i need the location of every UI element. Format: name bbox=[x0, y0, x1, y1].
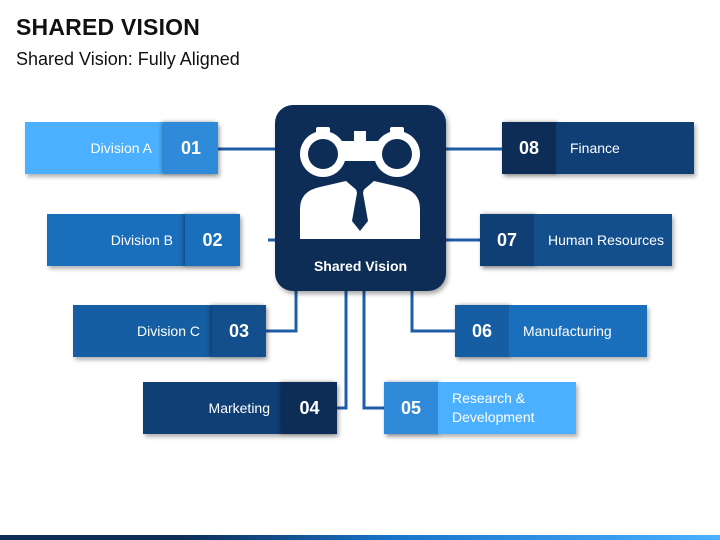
item-finance: 08 Finance bbox=[502, 122, 694, 174]
item-manufacturing: 06 Manufacturing bbox=[455, 305, 647, 357]
item-label: Human Resources bbox=[534, 214, 672, 266]
connector-03 bbox=[266, 290, 298, 333]
item-label: Research & Development bbox=[438, 382, 576, 434]
item-label-text: Research & Development bbox=[452, 390, 535, 425]
connector-05 bbox=[362, 290, 384, 410]
slide-subtitle: Shared Vision: Fully Aligned bbox=[16, 49, 240, 69]
item-division-c: Division C 03 bbox=[73, 305, 266, 357]
item-label: Finance bbox=[556, 122, 694, 174]
item-number: 01 bbox=[164, 122, 218, 174]
binoculars-person-icon bbox=[300, 127, 420, 239]
item-label: Division A bbox=[25, 122, 164, 174]
slide-title: SHARED VISION bbox=[16, 14, 201, 40]
item-label: Division B bbox=[47, 214, 185, 266]
item-number: 04 bbox=[282, 382, 337, 434]
item-label: Manufacturing bbox=[509, 305, 647, 357]
item-marketing: Marketing 04 bbox=[143, 382, 337, 434]
connector-06 bbox=[410, 290, 455, 333]
item-division-a: Division A 01 bbox=[25, 122, 218, 174]
shared-vision-hub: Shared Vision bbox=[275, 105, 446, 291]
item-number: 08 bbox=[502, 122, 556, 174]
connector-04 bbox=[337, 290, 348, 410]
hub-label: Shared Vision bbox=[313, 258, 408, 274]
item-number: 02 bbox=[185, 214, 240, 266]
item-label: Division C bbox=[73, 305, 212, 357]
item-label: Marketing bbox=[143, 382, 282, 434]
item-number: 06 bbox=[455, 305, 509, 357]
item-number: 03 bbox=[212, 305, 266, 357]
item-division-b: Division B 02 bbox=[47, 214, 240, 266]
item-research-development: 05 Research & Development bbox=[384, 382, 576, 434]
item-human-resources: 07 Human Resources bbox=[480, 214, 672, 266]
footer-accent-bar bbox=[0, 535, 720, 540]
item-number: 07 bbox=[480, 214, 534, 266]
item-number: 05 bbox=[384, 382, 438, 434]
